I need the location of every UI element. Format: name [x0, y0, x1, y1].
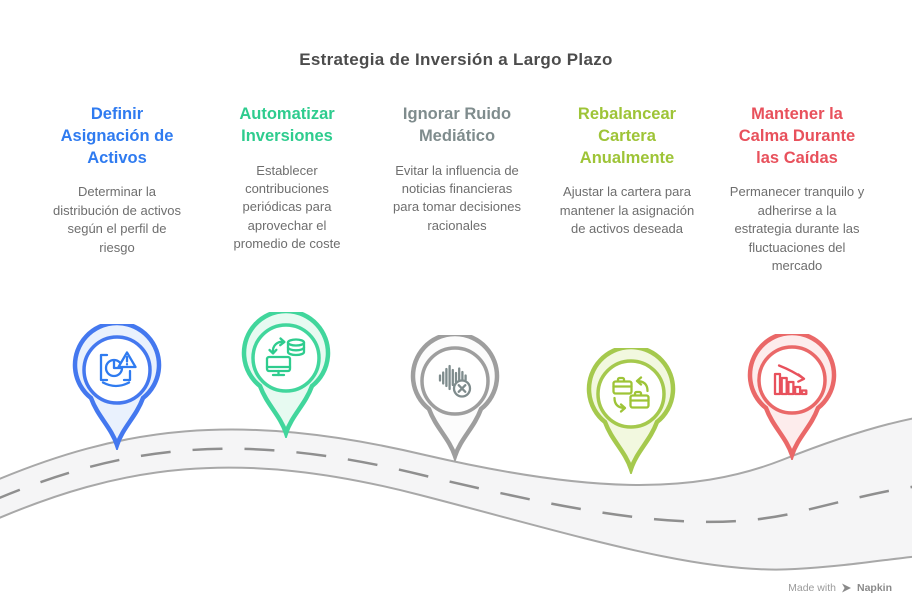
step-description: Establecer contribuciones periódicas par…	[233, 162, 341, 252]
step-column-mantener-calma: Mantener la Calma Durante las Caídas Per…	[717, 104, 877, 276]
made-with-napkin-link[interactable]: Made with Napkin	[788, 582, 892, 594]
step-heading: Mantener la Calma Durante las Caídas	[738, 105, 856, 167]
made-with-label: Made with	[788, 582, 836, 594]
declining-bar-chart-icon	[773, 364, 808, 396]
step-column-definir-asignacion: Definir Asignación de Activos Determinar…	[37, 104, 197, 276]
step-column-rebalancear: Rebalancear Cartera Anualmente Ajustar l…	[547, 104, 707, 276]
step-heading: Ignorar Ruido Mediático	[402, 105, 512, 145]
step-column-ignorar-ruido: Ignorar Ruido Mediático Evitar la influe…	[377, 104, 537, 276]
road-band	[0, 417, 912, 571]
briefcase-exchange-icon	[612, 376, 650, 413]
map-pin-mantener-calma	[742, 330, 842, 463]
map-pin-ignorar-ruido	[405, 331, 505, 464]
step-description: Permanecer tranquilo y adherirse a la es…	[729, 184, 865, 274]
napkin-brand-label: Napkin	[856, 582, 892, 594]
road-dashed-line	[0, 447, 912, 524]
map-pin-automatizar	[236, 308, 336, 441]
step-description: Ajustar la cartera para mantener la asig…	[559, 184, 695, 237]
map-pin-rebalancear	[581, 344, 681, 477]
monitor-coins-sync-icon	[265, 337, 306, 377]
map-pin-definir-asignacion	[67, 320, 167, 453]
napkin-logo-icon	[841, 583, 851, 593]
step-description: Evitar la influencia de noticias financi…	[393, 162, 521, 233]
steps-row: Definir Asignación de Activos Determinar…	[37, 104, 877, 276]
pie-chart-warning-icon	[99, 351, 137, 388]
step-column-automatizar: Automatizar Inversiones Establecer contr…	[207, 104, 367, 276]
soundwave-mute-icon	[438, 364, 472, 398]
step-heading: Rebalancear Cartera Anualmente	[577, 105, 677, 167]
step-heading: Definir Asignación de Activos	[60, 105, 174, 167]
page-title: Estrategia de Inversión a Largo Plazo	[299, 50, 613, 69]
step-description: Determinar la distribución de activos se…	[53, 184, 181, 255]
step-heading: Automatizar Inversiones	[239, 105, 335, 145]
